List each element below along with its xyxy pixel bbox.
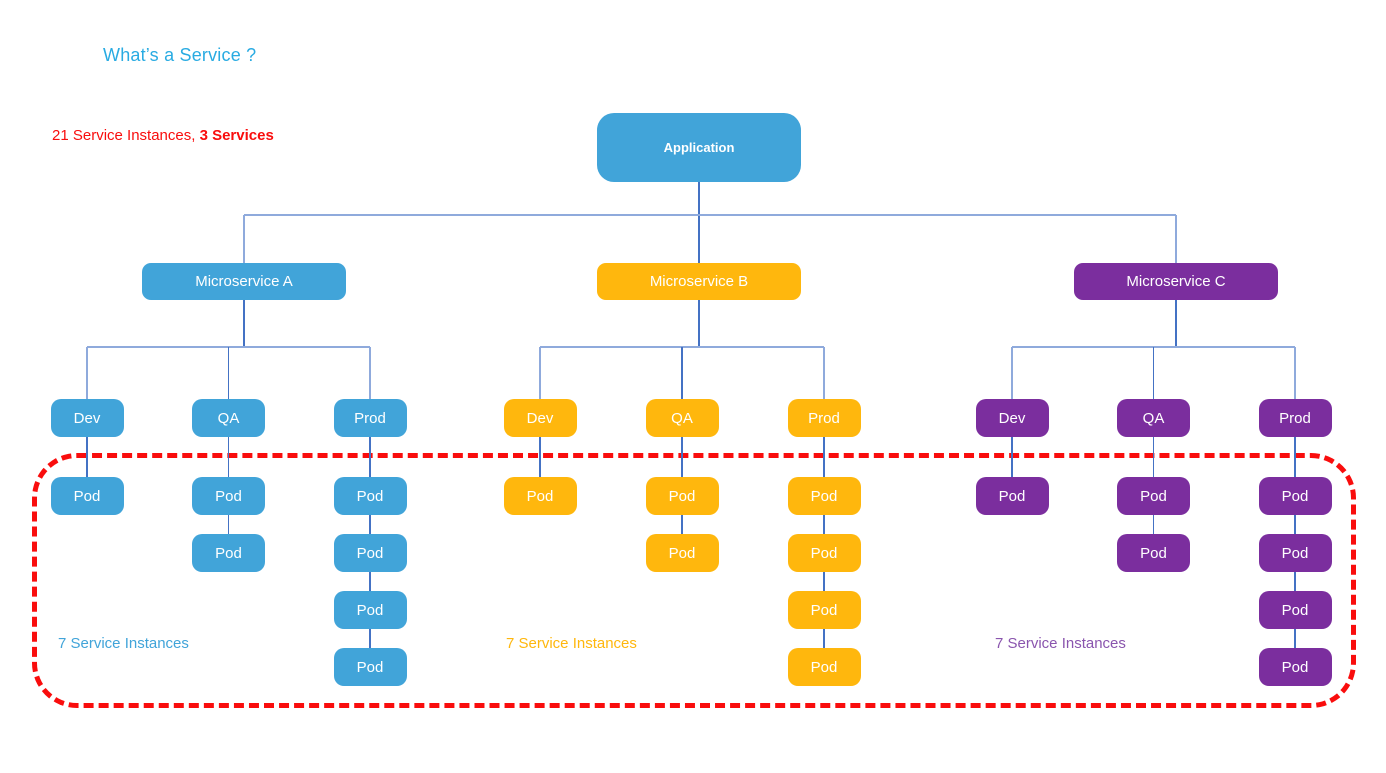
connector-root-drop	[698, 182, 700, 263]
pod-node: Pod	[787, 591, 861, 629]
pod-node: Pod	[50, 477, 124, 515]
env-node-microservice-a-qa: QA	[192, 399, 265, 437]
pod-node: Pod	[787, 648, 861, 686]
connector-line	[369, 515, 371, 534]
connector-line	[539, 347, 541, 399]
connector-line	[1294, 515, 1296, 534]
pod-node: Pod	[333, 648, 407, 686]
env-node-microservice-c-dev: Dev	[975, 399, 1049, 437]
pod-node: Pod	[192, 477, 265, 515]
connector-line	[1294, 629, 1296, 648]
page-title: What’s a Service ?	[103, 45, 257, 65]
connector-line	[1152, 515, 1155, 534]
connector-line	[243, 300, 245, 347]
pod-node: Pod	[645, 477, 719, 515]
connector-line	[681, 515, 683, 534]
pod-node: Pod	[787, 534, 861, 572]
connector-line	[369, 347, 371, 399]
summary-text: 21 Service Instances, 3 Services	[52, 127, 274, 144]
env-node-microservice-b-qa: QA	[645, 399, 719, 437]
connector-line	[227, 347, 230, 399]
connector-line	[369, 437, 371, 477]
pod-node: Pod	[192, 534, 265, 572]
env-node-microservice-c-qa: QA	[1117, 399, 1190, 437]
connector-line	[823, 437, 825, 477]
connector-line	[1152, 347, 1155, 399]
connector-line	[227, 515, 230, 534]
connector-line	[823, 347, 825, 399]
pod-node: Pod	[787, 477, 861, 515]
connector-line	[698, 300, 700, 347]
connector-line	[1175, 300, 1177, 347]
connector-line	[369, 572, 371, 591]
connector-line	[1294, 572, 1296, 591]
node-microservice-a: Microservice A	[142, 263, 346, 300]
pod-node: Pod	[333, 534, 407, 572]
connector-line	[86, 437, 88, 477]
connector-line	[1011, 437, 1013, 477]
connector-line	[369, 629, 371, 648]
instances-label-microservice-a: 7 Service Instances	[58, 635, 189, 652]
connector-line	[823, 572, 825, 591]
pod-node: Pod	[1117, 477, 1190, 515]
connector-line	[227, 437, 230, 477]
connector-line	[1294, 437, 1296, 477]
pod-node: Pod	[1258, 534, 1332, 572]
connector-line	[681, 437, 683, 477]
pod-node: Pod	[975, 477, 1049, 515]
pod-node: Pod	[1258, 477, 1332, 515]
connector-line	[823, 629, 825, 648]
node-microservice-b: Microservice B	[597, 263, 801, 300]
pod-node: Pod	[1258, 591, 1332, 629]
pod-node: Pod	[1258, 648, 1332, 686]
node-application: Application	[597, 113, 801, 182]
instances-label-microservice-b: 7 Service Instances	[506, 635, 637, 652]
env-node-microservice-a-prod: Prod	[333, 399, 407, 437]
env-node-microservice-a-dev: Dev	[50, 399, 124, 437]
env-node-microservice-b-dev: Dev	[503, 399, 577, 437]
pod-node: Pod	[333, 591, 407, 629]
connector-root-bar	[244, 214, 1176, 216]
summary-bold: 3 Services	[199, 127, 274, 144]
connector-line	[1294, 347, 1296, 399]
node-microservice-c: Microservice C	[1074, 263, 1278, 300]
connector-line	[1175, 215, 1177, 263]
pods-region-outline	[32, 453, 1356, 708]
env-node-microservice-c-prod: Prod	[1258, 399, 1332, 437]
connector-line	[86, 347, 88, 399]
connector-line	[681, 347, 683, 399]
pod-node: Pod	[503, 477, 577, 515]
connector-line	[539, 437, 541, 477]
connector-line	[1011, 347, 1013, 399]
connector-line	[823, 515, 825, 534]
connector-line	[243, 215, 245, 263]
pod-node: Pod	[333, 477, 407, 515]
pod-node: Pod	[645, 534, 719, 572]
env-node-microservice-b-prod: Prod	[787, 399, 861, 437]
summary-normal: 21 Service Instances,	[52, 127, 200, 144]
instances-label-microservice-c: 7 Service Instances	[995, 635, 1126, 652]
pod-node: Pod	[1117, 534, 1190, 572]
connector-line	[1152, 437, 1155, 477]
